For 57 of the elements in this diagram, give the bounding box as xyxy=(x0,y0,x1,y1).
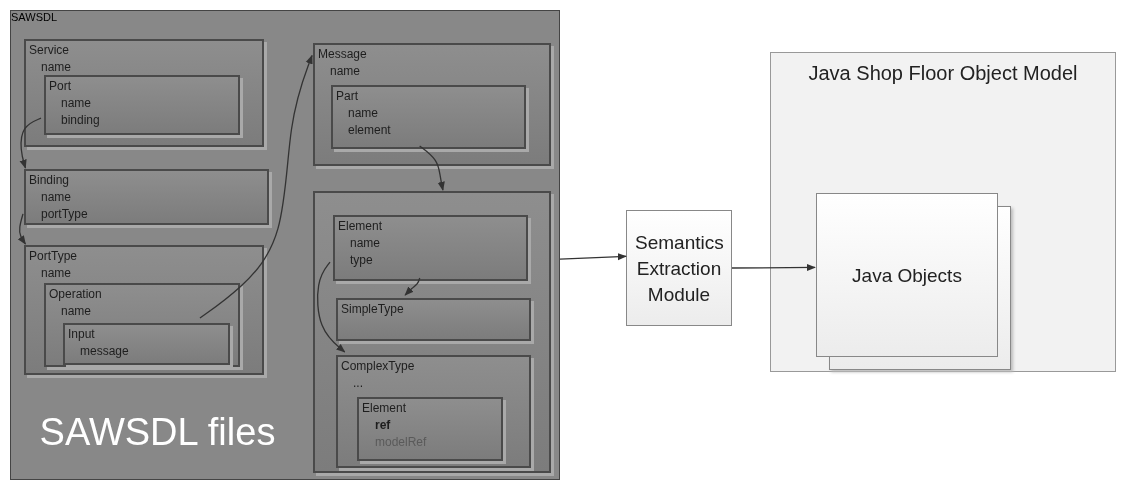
element-name: PortType xyxy=(29,249,78,263)
element-name: Element xyxy=(338,219,383,233)
process-box xyxy=(816,193,998,357)
element-name: Service xyxy=(29,43,69,57)
arrow xyxy=(17,213,27,245)
element-name: Operation xyxy=(49,287,102,301)
schema-box xyxy=(24,39,264,147)
schema-box xyxy=(63,323,230,365)
arrow xyxy=(419,145,445,191)
attribute-name: binding xyxy=(61,113,100,127)
arrow xyxy=(316,261,346,353)
schema-box xyxy=(336,355,531,468)
attribute-name: name xyxy=(41,266,72,280)
group-title: Java Shop Floor Object Model xyxy=(807,61,1079,86)
attribute-name: name xyxy=(41,60,72,74)
process-box xyxy=(626,210,732,326)
attribute-name: type xyxy=(350,253,373,267)
group-box xyxy=(770,52,1116,372)
arrow xyxy=(199,54,313,319)
container-box xyxy=(10,10,560,480)
attribute-name: name xyxy=(348,106,379,120)
box-label: Java Objects xyxy=(851,264,963,288)
attribute-name: element xyxy=(348,123,391,137)
element-name: Port xyxy=(49,79,71,93)
element-name: Element xyxy=(362,401,407,415)
attribute-name: name xyxy=(61,304,92,318)
schema-box xyxy=(313,43,551,166)
arrow xyxy=(731,263,816,272)
attribute-name: name xyxy=(61,96,92,110)
schema-box xyxy=(313,191,551,473)
schema-box xyxy=(336,298,531,341)
schema-box xyxy=(24,245,264,375)
attribute-name: ref xyxy=(375,418,391,432)
attribute-name: portType xyxy=(41,207,88,221)
schema-box xyxy=(44,283,240,367)
schema-box xyxy=(333,215,528,281)
element-name: Input xyxy=(68,327,95,341)
element-name: ComplexType xyxy=(341,359,415,373)
element-name: Binding xyxy=(29,173,70,187)
box-label: Semantics Extraction Module xyxy=(634,231,725,307)
attribute-name: name xyxy=(41,190,72,204)
arrow xyxy=(19,117,42,169)
schema-box xyxy=(331,85,526,149)
attribute-name: name xyxy=(350,236,381,250)
attribute-name: message xyxy=(80,344,129,358)
arrow xyxy=(559,253,627,261)
attribute-name: name xyxy=(330,64,361,78)
element-name: Part xyxy=(336,89,358,103)
schema-box xyxy=(24,169,269,225)
arrow xyxy=(404,277,421,296)
element-name: Message xyxy=(318,47,367,61)
schema-box xyxy=(44,75,240,135)
container-title: SAWSDL xyxy=(11,11,58,23)
schema-box xyxy=(357,397,503,461)
attribute-name: ... xyxy=(353,376,363,390)
element-name: SimpleType xyxy=(341,302,404,316)
overlay-caption: SAWSDL files xyxy=(38,410,277,455)
